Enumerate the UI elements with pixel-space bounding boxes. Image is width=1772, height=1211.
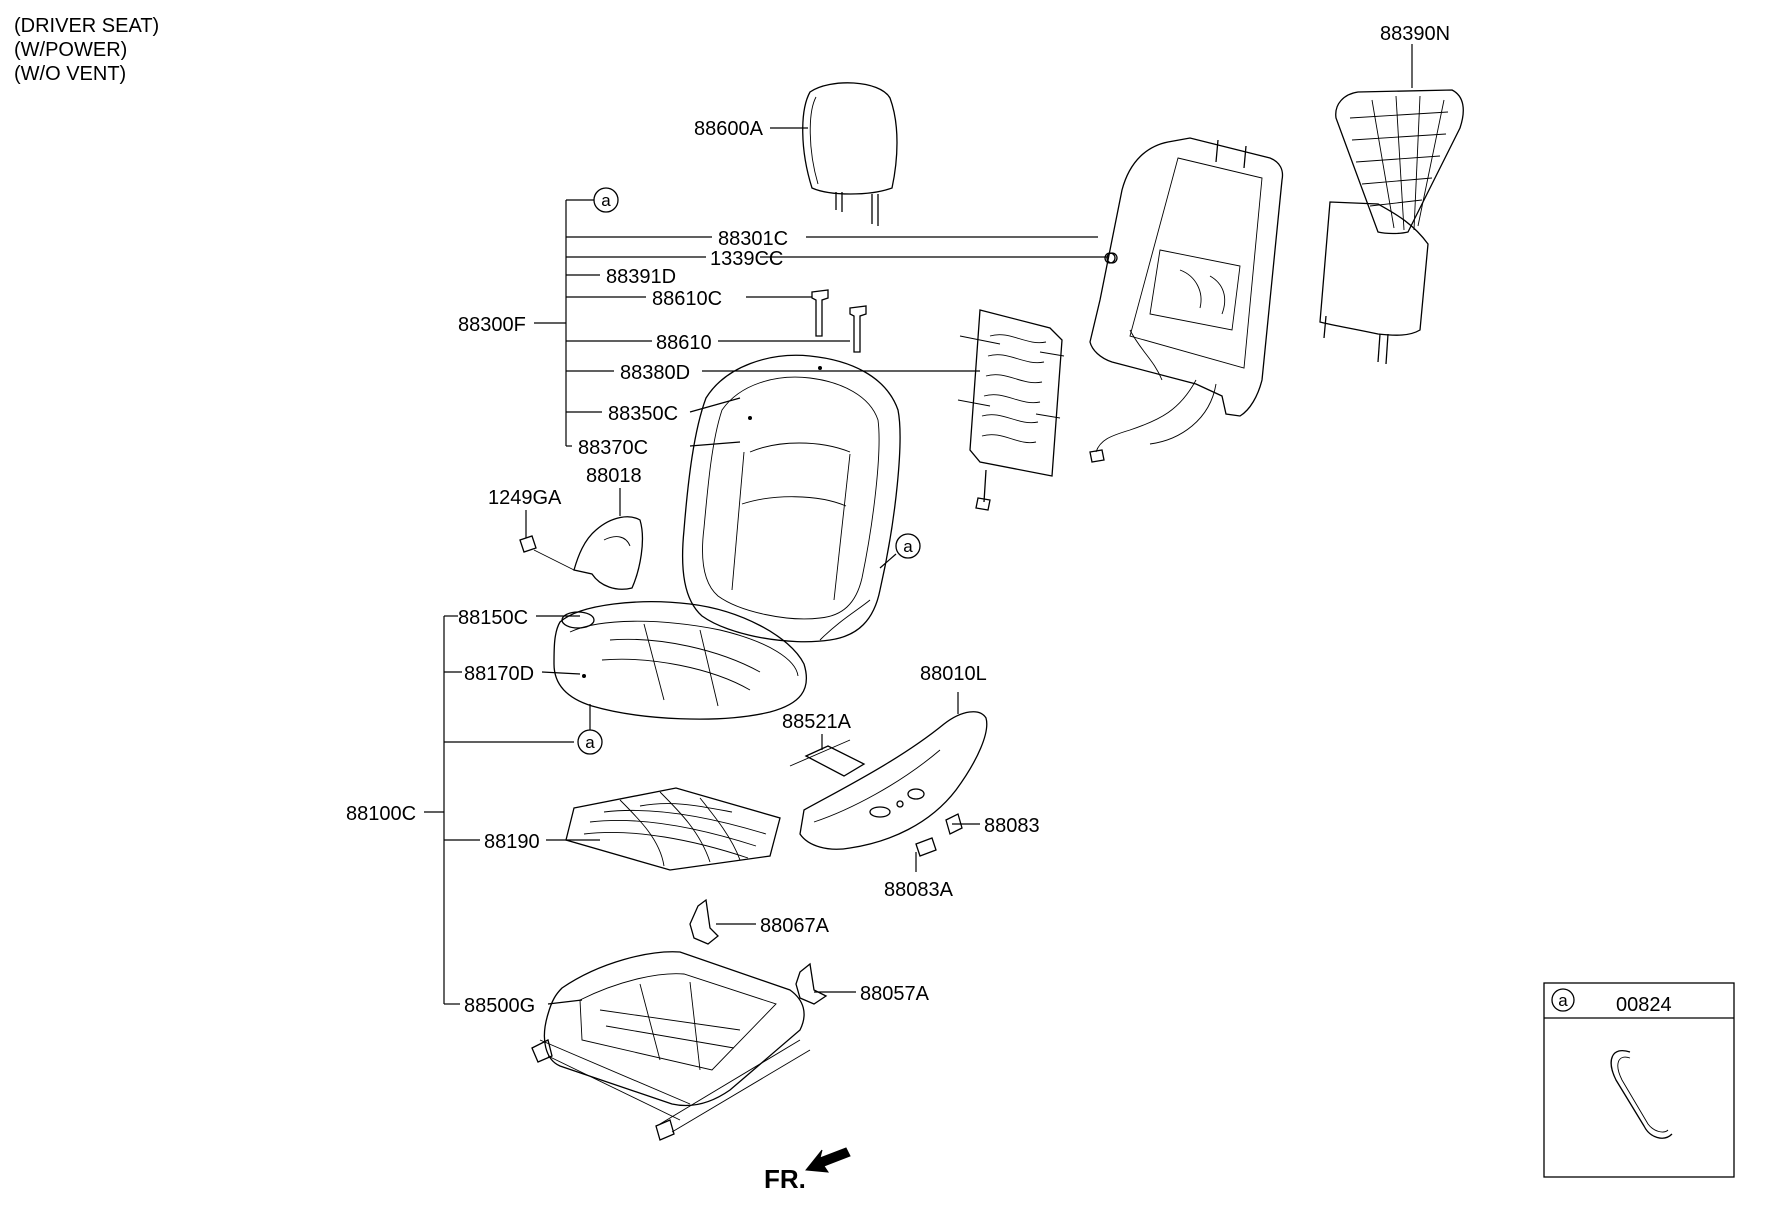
label-88610c: 88610C — [652, 288, 722, 310]
part-labels: 88390N 88600A 88301C 1339CC 88391D 88610… — [346, 23, 1450, 1017]
label-88600a: 88600A — [694, 118, 764, 140]
inset-part-number: 00824 — [1616, 994, 1672, 1016]
label-88300f: 88300F — [458, 314, 526, 336]
seat-track-drawing — [531, 951, 811, 1141]
label-88301c: 88301C — [718, 228, 788, 250]
label-88083: 88083 — [984, 815, 1040, 837]
front-direction: FR. — [764, 1147, 851, 1194]
callout-a-backrest-letter: a — [903, 537, 913, 556]
note-vent: (W/O VENT) — [14, 63, 127, 85]
label-88521a: 88521A — [782, 711, 852, 733]
label-88390n: 88390N — [1380, 23, 1450, 45]
label-88391d: 88391D — [606, 266, 676, 288]
seat-spring-mat-drawing — [565, 787, 781, 871]
label-88190: 88190 — [484, 831, 540, 853]
label-88150c: 88150C — [458, 607, 528, 629]
label-88500g: 88500G — [464, 995, 535, 1017]
callout-a-backrest: a — [895, 533, 921, 559]
seat-cushion-drawing — [553, 601, 808, 720]
front-label: FR. — [764, 1164, 806, 1194]
label-88170d: 88170D — [464, 663, 534, 685]
label-1339cc: 1339CC — [710, 248, 783, 270]
label-88350c: 88350C — [608, 403, 678, 425]
label-1249ga: 1249GA — [488, 487, 562, 509]
callout-a-seat: a — [577, 729, 603, 755]
label-88610: 88610 — [656, 332, 712, 354]
bracket-88067a-drawing — [689, 898, 719, 945]
callout-a-top: a — [593, 187, 619, 213]
bracket-88018-drawing — [519, 516, 644, 590]
headrest-guides-drawing — [811, 289, 867, 353]
label-88018: 88018 — [586, 465, 642, 487]
inset-box: a 00824 — [1543, 982, 1735, 1178]
back-board-drawing — [1319, 89, 1464, 365]
leader-lines — [424, 44, 1413, 1005]
back-frame-drawing — [1089, 137, 1284, 463]
callout-a-top-letter: a — [601, 191, 611, 210]
wire-clip-drawing — [1610, 1050, 1673, 1139]
note-driver-seat: (DRIVER SEAT) — [14, 15, 160, 37]
side-shield-drawing — [789, 711, 988, 857]
inset-letter: a — [1558, 991, 1568, 1010]
bracket-88057a-drawing — [795, 962, 828, 1005]
label-88100c: 88100C — [346, 803, 416, 825]
label-88010l: 88010L — [920, 663, 987, 685]
front-arrow-icon — [805, 1147, 851, 1173]
seat-notes: (DRIVER SEAT) (W/POWER) (W/O VENT) — [14, 14, 159, 86]
label-88057a: 88057A — [860, 983, 930, 1005]
label-88083a: 88083A — [884, 879, 954, 901]
callout-a-seat-letter: a — [585, 733, 595, 752]
clip-1339cc-drawing — [1106, 252, 1118, 264]
label-88067a: 88067A — [760, 915, 830, 937]
headrest-drawing — [802, 82, 898, 226]
back-spring-mat-drawing — [957, 309, 1065, 511]
note-power: (W/POWER) — [14, 39, 128, 61]
label-88370c: 88370C — [578, 437, 648, 459]
backrest-cushion-drawing — [681, 354, 901, 643]
label-88380d: 88380D — [620, 362, 690, 384]
